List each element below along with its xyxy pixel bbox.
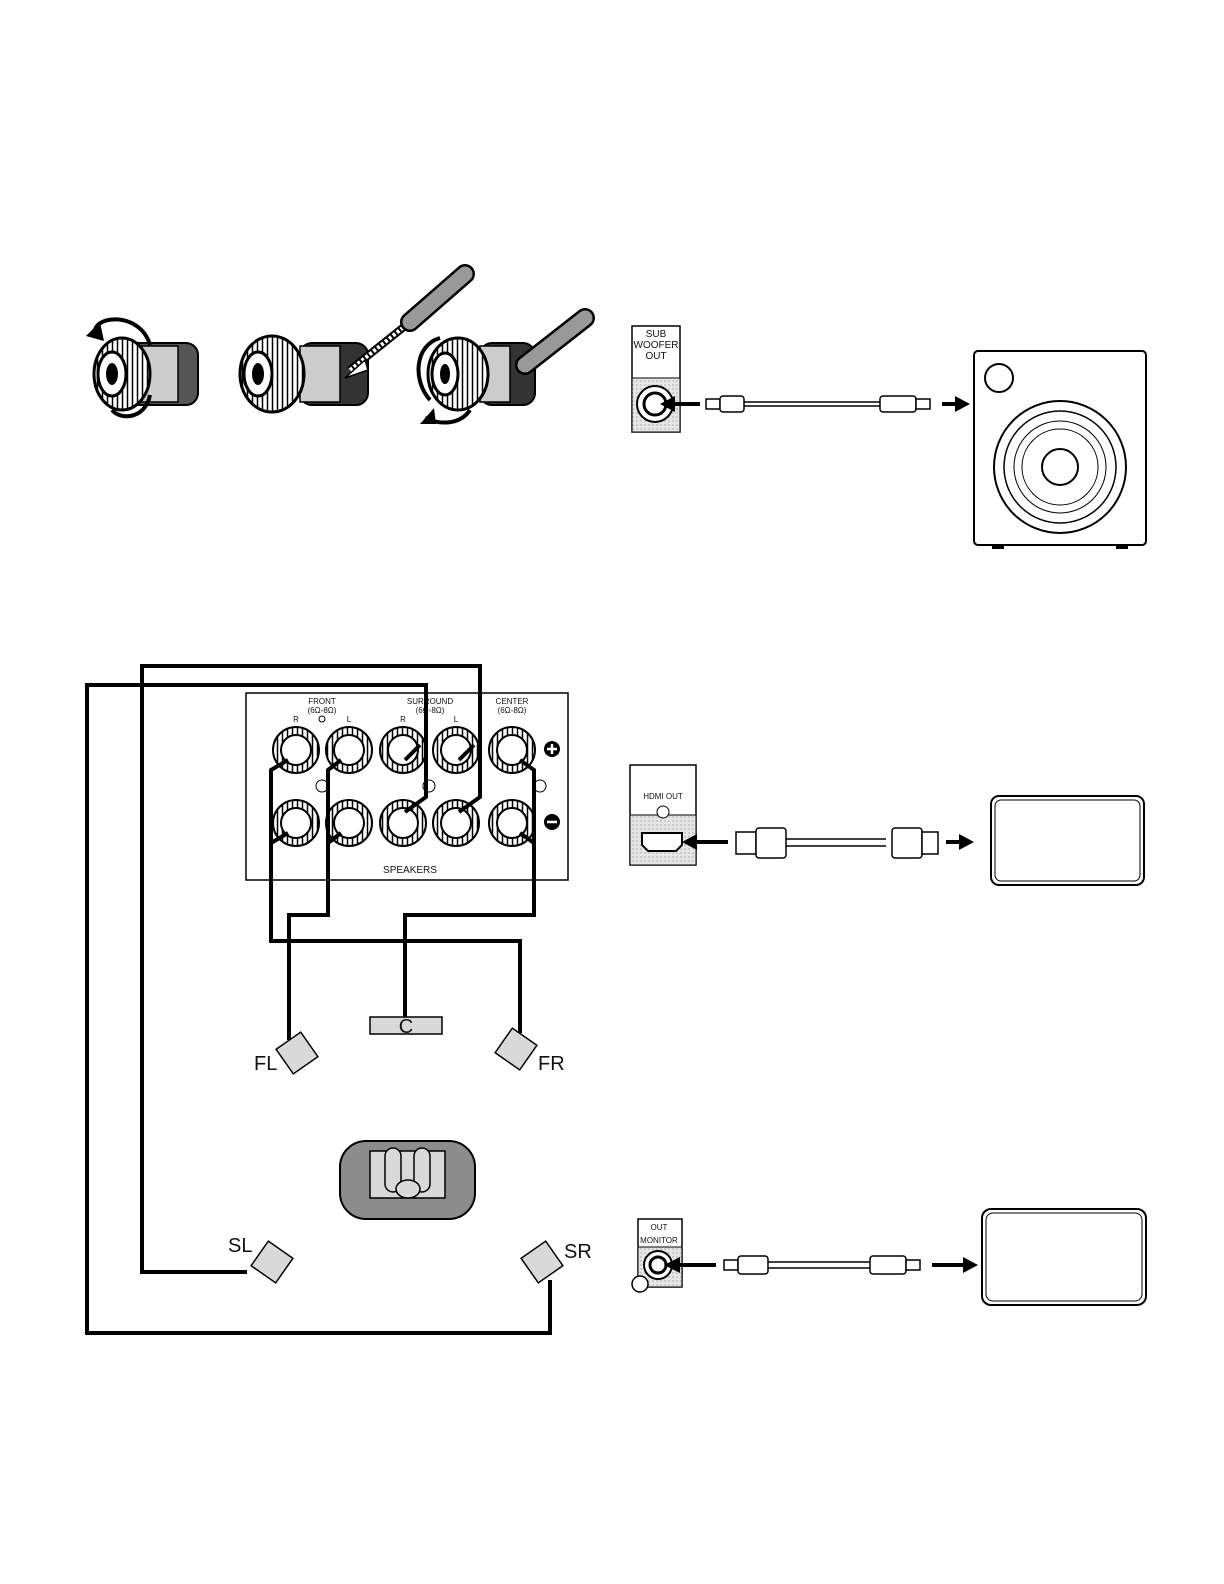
speaker-fr-label: FR [538,1053,565,1075]
speaker-sr: SR [521,1241,592,1283]
speaker-sl-label: SL [228,1235,252,1257]
speaker-sr-label: SR [564,1241,592,1263]
surround-imp: (6Ω-8Ω) [416,706,445,715]
sub-label-3: OUT [645,351,666,362]
terminal-row-positive [273,727,535,773]
tv-hdmi [991,796,1144,885]
arrow-head-icon [420,408,436,424]
terminal-step-1 [86,319,198,416]
hdmi-label: HDMI OUT [643,792,683,801]
front-label: FRONT [308,697,336,706]
center-imp: (6Ω-8Ω) [498,706,527,715]
speaker-c-label: C [399,1016,413,1038]
surround-r-label: R [400,715,406,724]
subwoofer-cable [660,396,970,412]
monitor-cable [664,1256,978,1274]
speaker-fr: FR [495,1028,565,1075]
speaker-sl: SL [228,1235,293,1283]
front-imp: (6Ω-8Ω) [308,706,337,715]
hdmi-port-icon[interactable] [642,833,682,851]
monitor-label-2: MONITOR [640,1236,678,1245]
monitor-out-panel: OUT MONITOR [632,1219,682,1292]
listener-seat [340,1141,475,1219]
speaker-fl: FL [254,1032,318,1075]
hdmi-cable [682,828,974,858]
speaker-terminal-panel: FRONT (6Ω-8Ω) SURROUND (6Ω-8Ω) CENTER (6… [246,693,568,880]
terminal-row-negative [273,800,535,846]
subwoofer-out-panel: SUB WOOFER OUT [632,326,680,432]
sub-label-1: SUB [646,329,667,340]
center-label: CENTER [496,697,529,706]
speaker-center: C [370,1016,442,1038]
front-r-label: R [293,715,299,724]
surround-l-label: L [454,715,459,724]
surround-label: SURROUND [407,697,453,706]
sub-label-2: WOOFER [634,340,679,351]
front-l-label: L [347,715,352,724]
speakers-label: SPEAKERS [383,865,437,876]
arrow-head-icon [86,322,104,341]
speaker-fl-label: FL [254,1053,277,1075]
tv-monitor [982,1209,1146,1305]
monitor-label-1: OUT [651,1223,668,1232]
terminal-step-3 [419,318,585,424]
hdmi-out-panel: HDMI OUT [630,765,696,865]
subwoofer-unit [974,351,1146,549]
